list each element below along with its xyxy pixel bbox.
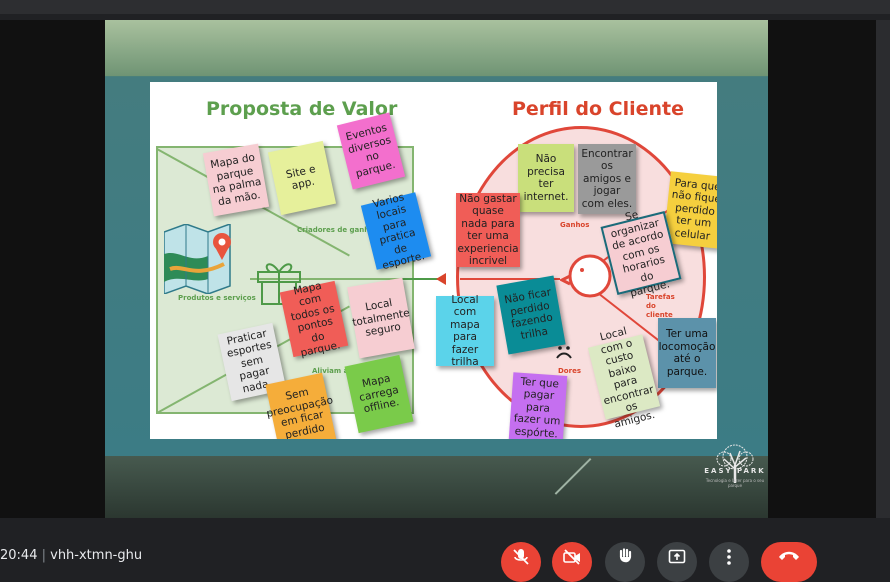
camera-off-icon xyxy=(563,549,580,565)
note-ter-locomocao: Ter uma locomoção até o parque. xyxy=(658,318,716,388)
label-tarefas-do-cliente: Tarefas do cliente xyxy=(646,293,675,319)
meeting-info: 20:44 | vhh-xtmn-ghu xyxy=(0,548,142,563)
note-encontrar-amigos: Encontrar os amigos e jogar com eles. xyxy=(578,144,636,214)
label-ganhos: Ganhos xyxy=(560,221,590,229)
more-options-icon xyxy=(727,549,731,565)
connector-arrow-head xyxy=(436,273,446,285)
sad-face-icon xyxy=(556,346,572,359)
note-local-trilha: Local com mapa para fazer trilha xyxy=(436,294,494,368)
logo-subtext: Tecnologia e lazer para o seu parque xyxy=(705,478,765,488)
meeting-time: 20:44 xyxy=(0,548,38,563)
note-sem-preocupacao: Sem preocupação em ficar perdido xyxy=(265,372,337,439)
note-mapa-palma: Mapa do parque na palma da mão. xyxy=(202,143,270,217)
meeting-code: vhh-xtmn-ghu xyxy=(50,548,143,563)
slide-header-band xyxy=(105,20,768,76)
vp-center-line xyxy=(250,278,412,280)
customer-profile-title: Perfil do Cliente xyxy=(512,98,685,120)
mic-off-icon xyxy=(513,549,529,565)
value-proposition-title: Proposta de Valor xyxy=(206,98,398,120)
customer-face-icon xyxy=(560,254,612,298)
note-nao-ficar: Não ficar perdido fazendo trilha xyxy=(496,275,566,355)
raise-hand-icon xyxy=(619,548,632,563)
camera-off-button[interactable] xyxy=(552,542,592,582)
present-button[interactable] xyxy=(657,542,697,582)
present-icon xyxy=(668,549,686,564)
note-para-que: Para que não fique perdido ter um celula… xyxy=(663,171,717,249)
logo-text: EASY PARK xyxy=(704,467,766,475)
label-produtos-e-servicos: Produtos e serviços xyxy=(178,294,256,302)
slide-footer-band xyxy=(105,456,768,518)
value-proposition-canvas: Proposta de Valor Perfil do Cliente Cria… xyxy=(150,82,717,439)
mic-off-button[interactable] xyxy=(501,542,541,582)
label-criadores-de-ganho: Criadores de ganho xyxy=(297,226,375,234)
right-side-bar xyxy=(876,20,890,518)
end-call-button[interactable] xyxy=(761,542,817,582)
note-ter-que-pagar: Ter que pagar para fazer um espórte. xyxy=(508,372,568,439)
note-nao-gastar: Não gastar quase nada para ter uma exper… xyxy=(456,192,520,267)
label-dores: Dores xyxy=(558,367,581,375)
connector-arrow-line xyxy=(400,278,440,280)
raise-hand-button[interactable] xyxy=(605,542,645,582)
info-separator: | xyxy=(41,548,51,563)
end-call-icon xyxy=(779,551,799,560)
map-icon xyxy=(164,224,231,294)
top-strip xyxy=(0,0,890,14)
more-options-button[interactable] xyxy=(709,542,749,582)
tree-logo-icon xyxy=(716,444,754,483)
cp-divider-line xyxy=(460,278,560,280)
note-nao-precisa: Não precisa ter internet. xyxy=(518,144,574,212)
